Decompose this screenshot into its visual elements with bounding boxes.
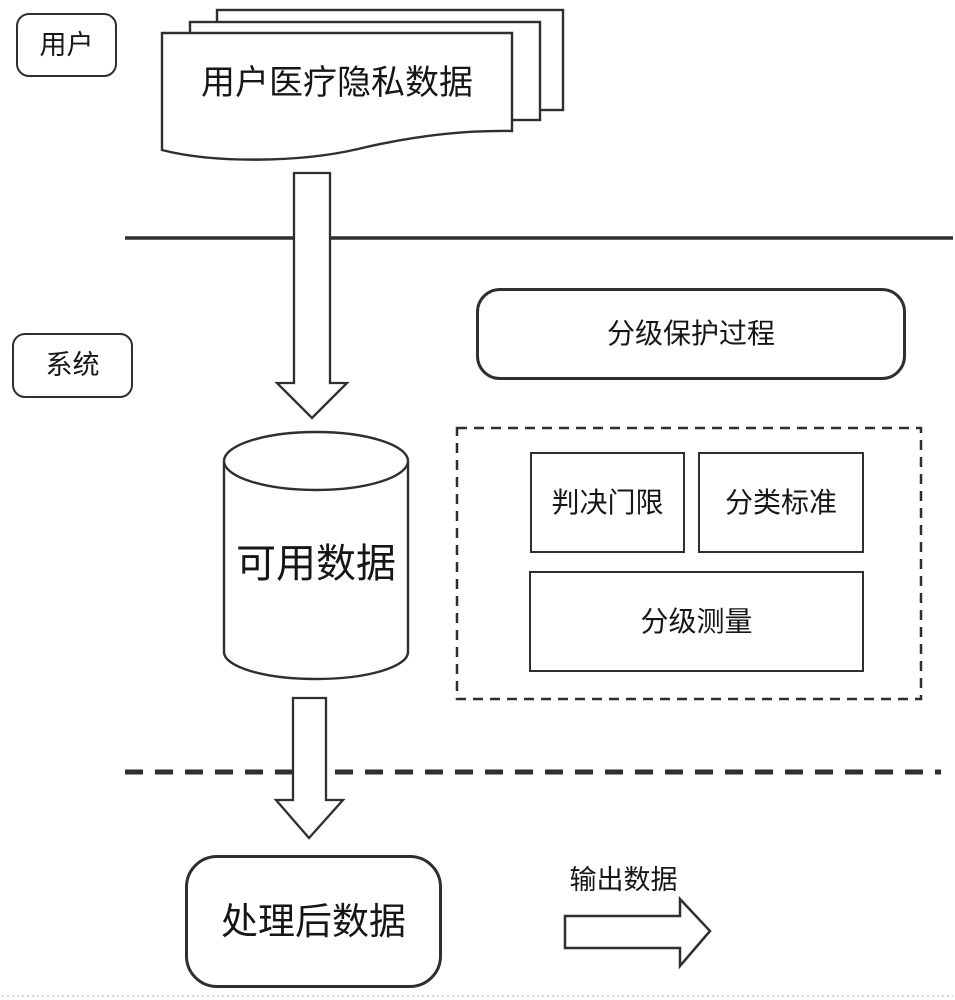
classification-standard-box: 分类标准	[698, 452, 864, 553]
database-label: 可用数据	[236, 542, 396, 586]
document-stack-label: 用户医疗隐私数据	[201, 64, 473, 102]
output-arrow-icon	[563, 895, 712, 970]
processed-data-box: 处理后数据	[185, 855, 442, 988]
down-arrow-top-icon	[274, 171, 350, 420]
database-cylinder-icon	[222, 430, 410, 681]
protection-process-label: 分级保护过程	[606, 318, 775, 349]
output-data-label: 输出数据	[569, 864, 678, 895]
grading-measurement-label: 分级测量	[640, 605, 753, 637]
processed-data-label: 处理后数据	[221, 901, 406, 942]
protection-group-dashed-box	[455, 426, 923, 701]
lane-system-box: 系统	[12, 333, 133, 398]
lane-user-box: 用户	[16, 13, 117, 77]
down-arrow-bottom-icon	[273, 696, 346, 840]
lane-system-label: 系统	[45, 350, 100, 380]
decision-threshold-label: 判决门限	[551, 486, 664, 518]
decision-threshold-box: 判决门限	[530, 452, 685, 553]
lane-user-label: 用户	[39, 29, 94, 60]
protection-process-box: 分级保护过程	[476, 288, 906, 380]
document-stack-icon	[160, 8, 565, 161]
classification-standard-label: 分类标准	[724, 486, 837, 518]
grading-measurement-box: 分级测量	[529, 571, 864, 672]
